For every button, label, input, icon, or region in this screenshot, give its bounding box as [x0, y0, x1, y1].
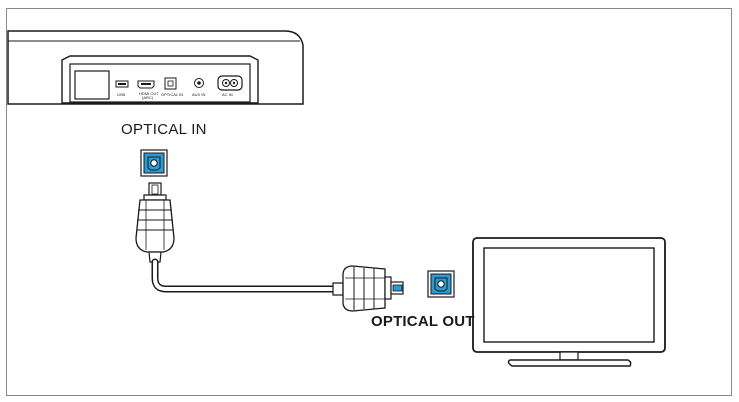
optical-out-label: OPTICAL OUT [371, 313, 475, 330]
optical-in-label: OPTICAL IN [121, 121, 207, 138]
port-label-ac-in: AC IN [222, 92, 233, 97]
optical-port-icon [140, 149, 168, 177]
port-label-aux-in: AUX IN [192, 92, 206, 97]
rear-slot [74, 70, 110, 100]
optical-port-icon-tv [427, 270, 455, 298]
soundbar-rear-panel [61, 55, 259, 104]
optical-plug-tv-side [332, 265, 404, 312]
port-label-hdmi-arc: (ARC) [142, 95, 154, 100]
optical-cable [151, 258, 337, 293]
tv-icon [472, 237, 666, 367]
port-label-hdmi-out: HDMI OUT [139, 91, 159, 96]
port-label-optical-in: OPTICAL IN [161, 92, 184, 97]
soundbar-icon [7, 30, 304, 105]
port-label-usb: USB [117, 92, 126, 97]
optical-plug-icon [135, 182, 175, 263]
